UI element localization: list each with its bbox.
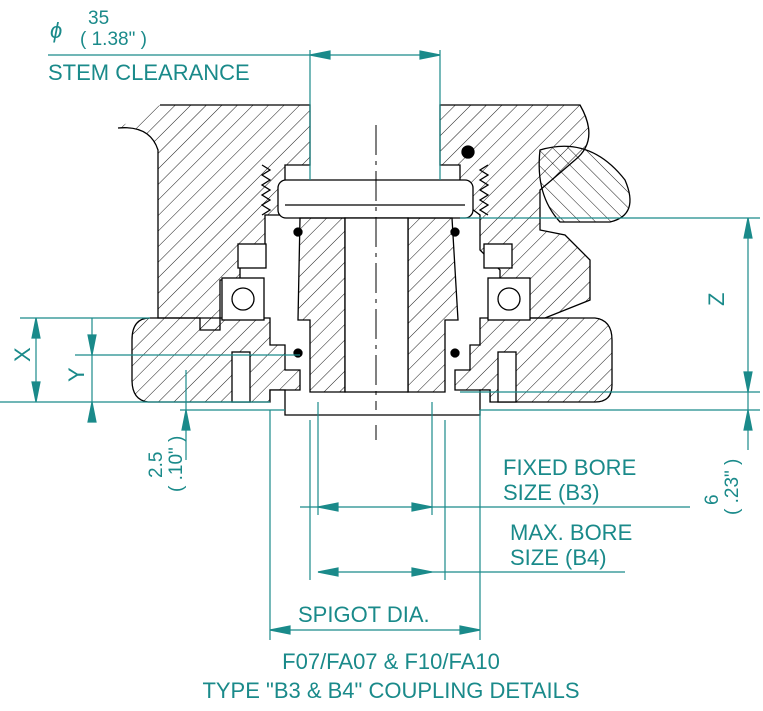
fixed-bore-line1: FIXED BORE	[503, 455, 636, 480]
caption-line2: TYPE "B3 & B4" COUPLING DETAILS	[202, 678, 579, 703]
caption-line1: F07/FA07 & F10/FA10	[282, 649, 500, 674]
flange-plate-right	[454, 317, 613, 403]
stem-mm: 35	[88, 8, 109, 29]
spigot-label: SPIGOT DIA.	[298, 602, 430, 627]
max-bore-line1: MAX. BORE	[510, 520, 632, 545]
stem-in: ( 1.38" )	[80, 29, 147, 50]
sleeve-left	[297, 217, 346, 393]
spigot	[269, 389, 491, 416]
valve-body-left	[117, 104, 311, 331]
sleeve-right	[407, 217, 459, 393]
y-label: Y	[64, 367, 89, 382]
bolt-hole-left	[231, 351, 251, 403]
z-label: Z	[704, 293, 729, 306]
left-dim-mm: 2.5	[146, 452, 167, 478]
mechanical-section	[117, 104, 631, 416]
right-boss	[538, 145, 631, 223]
right-dim-mm: 6	[702, 494, 723, 505]
bolt-hole-right	[497, 351, 517, 403]
right-dim-in: ( .23" )	[722, 459, 743, 515]
stem-clearance-label: STEM CLEARANCE	[48, 60, 250, 85]
flange-plate	[131, 317, 301, 403]
fixed-bore-line2: SIZE (B3)	[503, 480, 600, 505]
dimension-lines	[0, 50, 760, 640]
max-bore-line2: SIZE (B4)	[510, 545, 607, 570]
x-label: X	[10, 347, 35, 362]
left-dim-in: ( .10" )	[166, 436, 187, 492]
phi-symbol: ϕ	[50, 18, 62, 43]
